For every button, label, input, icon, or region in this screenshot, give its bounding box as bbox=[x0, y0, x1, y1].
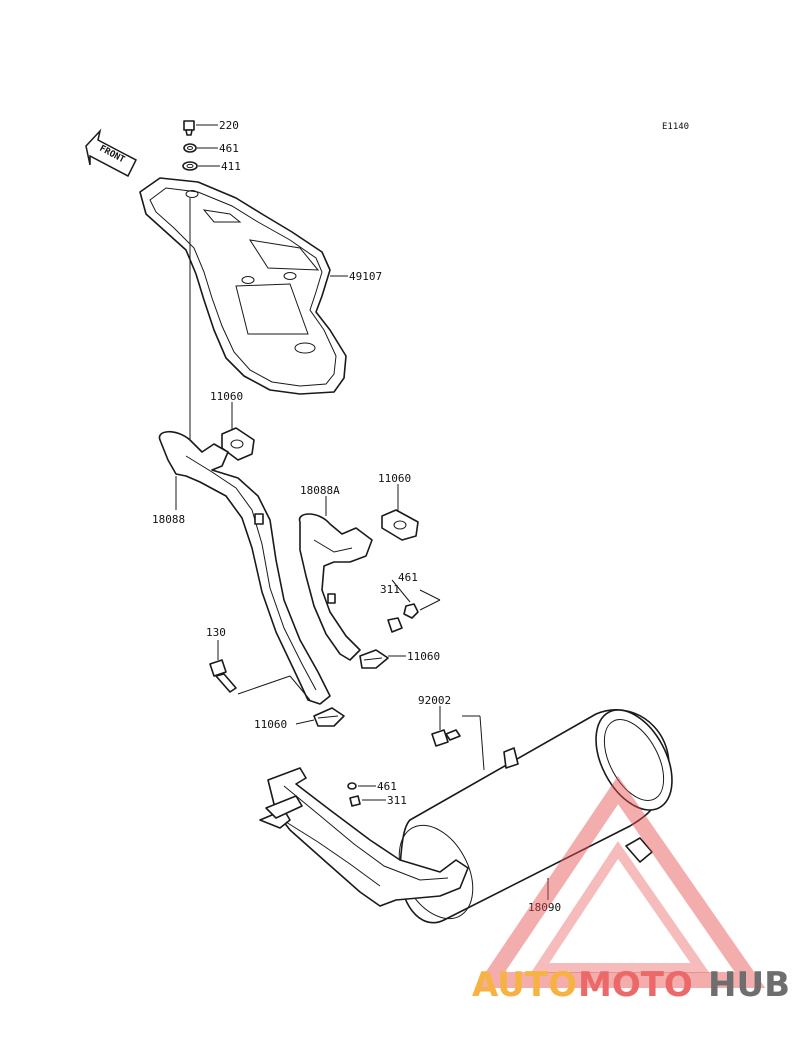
label-220: 220 bbox=[219, 119, 239, 132]
label-92002: 92002 bbox=[418, 694, 451, 707]
label-411: 411 bbox=[221, 160, 241, 173]
bolt-130-icon bbox=[209, 659, 237, 693]
bolt-220-icon bbox=[183, 120, 195, 136]
muffler-18090 bbox=[259, 709, 673, 924]
label-18088: 18088 bbox=[152, 513, 185, 526]
gasket-11060-upper bbox=[221, 427, 255, 461]
label-311-lower: 311 bbox=[387, 794, 407, 807]
front-arrow-icon: FRONT bbox=[85, 128, 137, 178]
label-49107: 49107 bbox=[349, 270, 382, 283]
label-130: 130 bbox=[206, 626, 226, 639]
label-461-top: 461 bbox=[219, 142, 239, 155]
nut-461-lower-icon bbox=[347, 782, 357, 790]
label-311-mid: 311 bbox=[380, 583, 400, 596]
label-11060-upper-right: 11060 bbox=[378, 472, 411, 485]
collar-311-mid-icon bbox=[387, 617, 403, 633]
watermark-hub: HUB bbox=[708, 965, 790, 1005]
automotohub-watermark: AUTO MOTO HUB bbox=[472, 775, 790, 1005]
label-11060-mid: 11060 bbox=[407, 650, 440, 663]
watermark-auto: AUTO bbox=[472, 965, 577, 1005]
label-18088a: 18088A bbox=[300, 484, 340, 497]
nut-461-mid-icon bbox=[403, 603, 419, 619]
gasket-11060-lower bbox=[313, 707, 345, 727]
gasket-11060-right bbox=[381, 509, 419, 541]
label-461-mid: 461 bbox=[398, 571, 418, 584]
exhaust-pipe-18088a bbox=[298, 513, 373, 661]
bolt-92002-icon bbox=[431, 729, 461, 747]
washer-461-icon bbox=[183, 143, 197, 153]
exhaust-pipe-18088 bbox=[158, 430, 331, 705]
washer-411-icon bbox=[182, 161, 198, 171]
label-11060-lower: 11060 bbox=[254, 718, 287, 731]
label-11060-upper-left: 11060 bbox=[210, 390, 243, 403]
watermark-moto: MOTO bbox=[578, 965, 693, 1005]
heat-cover-49107 bbox=[139, 177, 347, 395]
diagram-code: E1140 bbox=[662, 122, 689, 132]
collar-311-lower-icon bbox=[349, 795, 361, 807]
gasket-11060-mid bbox=[359, 649, 389, 669]
label-18090: 18090 bbox=[528, 901, 561, 914]
label-461-lower: 461 bbox=[377, 780, 397, 793]
watermark-triangle-icon bbox=[474, 775, 766, 988]
